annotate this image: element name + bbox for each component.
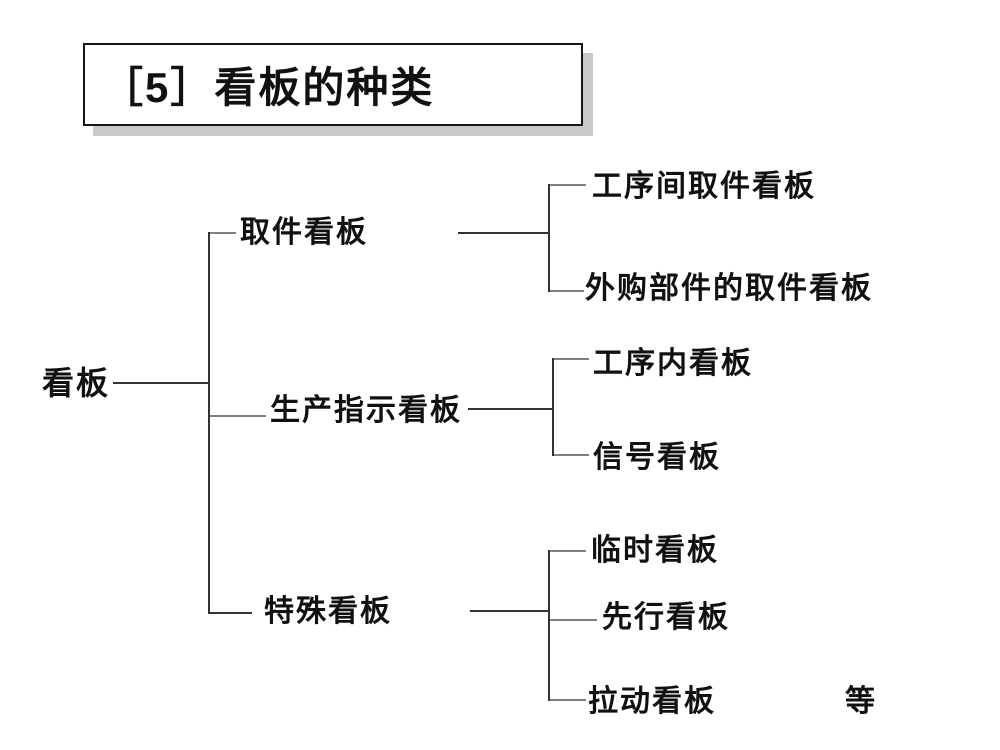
node-branch2: 生产指示看板 — [270, 394, 462, 427]
node-branch3-child2: 先行看板 — [602, 601, 730, 634]
node-branch1-child1: 工序间取件看板 — [592, 170, 816, 203]
group2-vertical — [552, 358, 554, 456]
node-root: 看板 — [42, 365, 111, 401]
group2-child2-tick — [554, 454, 589, 456]
node-branch3-child1: 临时看板 — [591, 534, 719, 567]
group3-vertical — [548, 550, 550, 701]
node-branch3: 特殊看板 — [264, 595, 392, 628]
node-branch1: 取件看板 — [240, 216, 368, 249]
node-etc-suffix: 等 — [845, 685, 877, 718]
group3-child1-tick — [550, 550, 586, 552]
branch2-tick — [210, 415, 266, 417]
branch2-connector — [468, 408, 554, 410]
branch1-tick — [210, 232, 236, 234]
node-branch1-child2: 外购部件的取件看板 — [585, 272, 873, 305]
node-branch2-child1: 工序内看板 — [593, 347, 753, 380]
branch3-tick — [210, 612, 252, 614]
node-branch3-child3: 拉动看板 — [588, 685, 716, 718]
group3-child3-tick — [550, 699, 586, 701]
slide-title: ［5］看板的种类 — [101, 64, 435, 111]
group1-child2-tick — [550, 290, 584, 292]
connector-root — [113, 382, 209, 384]
slide-title-box: ［5］看板的种类 — [83, 43, 583, 126]
group3-child2-tick — [550, 619, 597, 621]
group1-child1-tick — [550, 184, 586, 186]
branch1-connector — [458, 232, 550, 234]
node-branch2-child2: 信号看板 — [593, 441, 721, 474]
trunk-vertical — [208, 232, 210, 614]
group2-child1-tick — [554, 358, 589, 360]
group1-vertical — [548, 184, 550, 292]
branch3-connector — [470, 610, 550, 612]
